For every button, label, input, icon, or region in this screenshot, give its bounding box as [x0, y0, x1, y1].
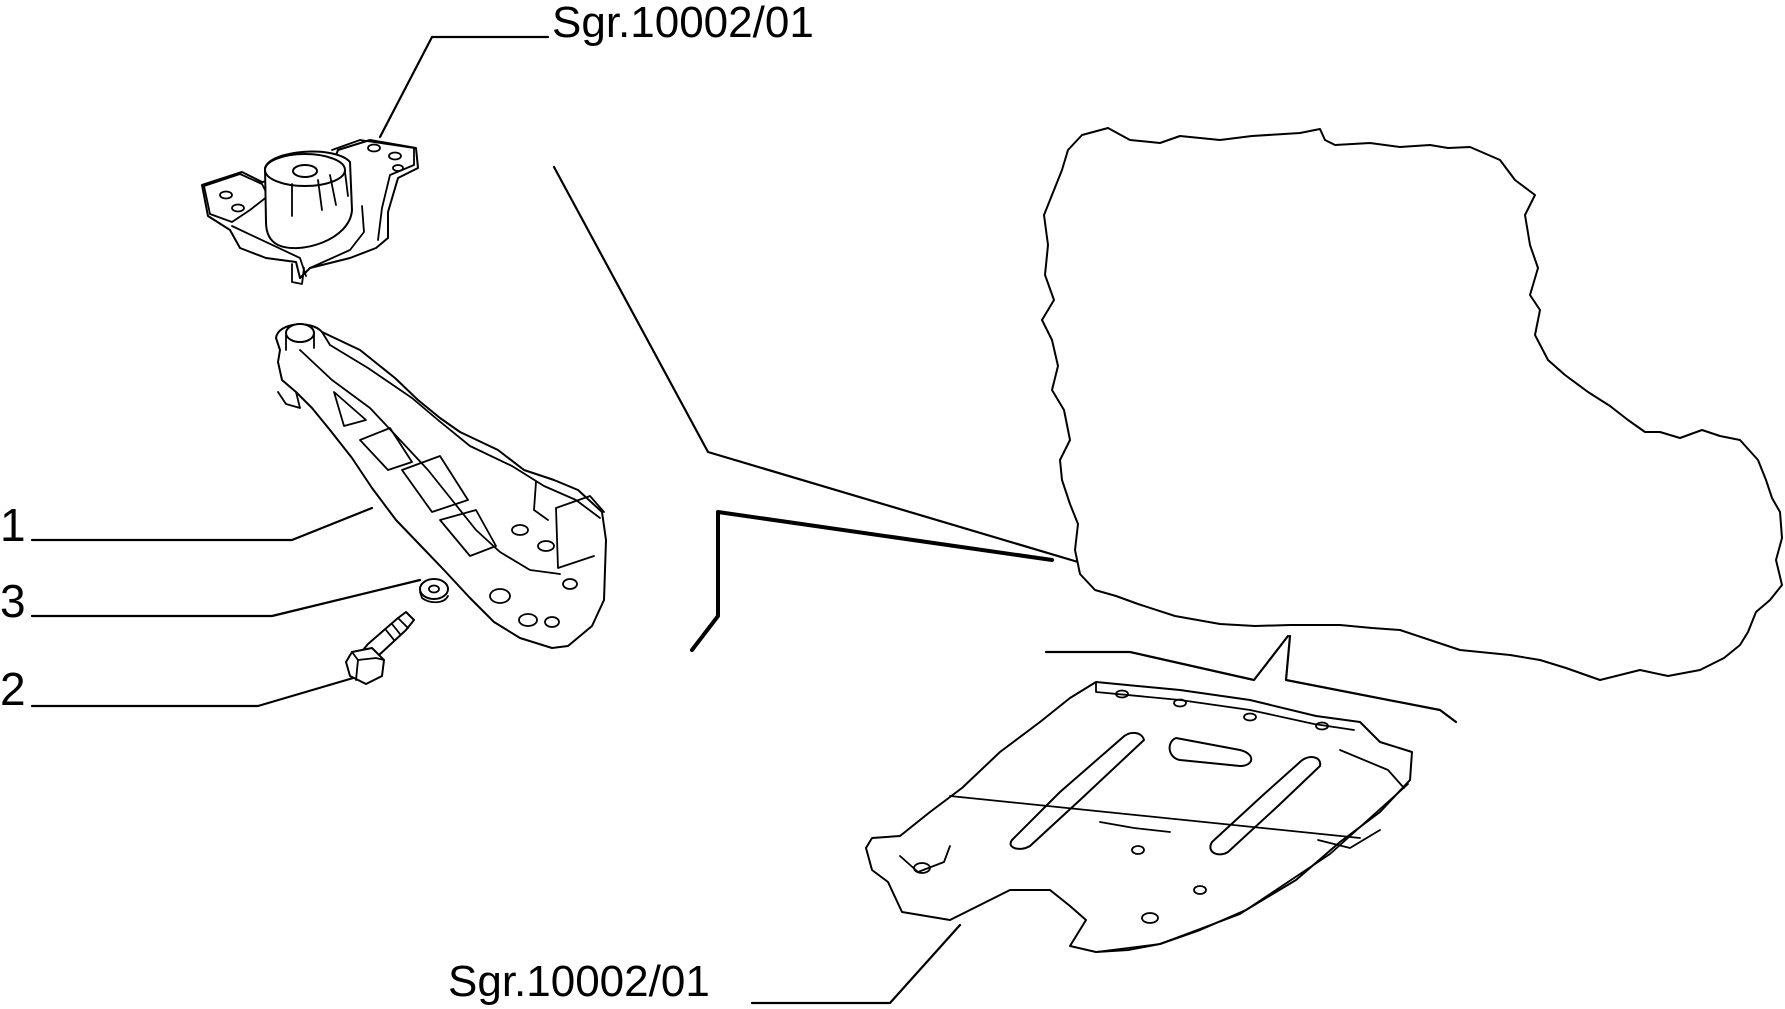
support-bracket-part[interactable] — [275, 323, 607, 649]
callout-item-2[interactable]: 2 — [0, 663, 26, 715]
leader-item-3 — [30, 578, 422, 618]
callout-item-1[interactable]: 1 — [0, 499, 26, 551]
bolt-part[interactable] — [345, 611, 415, 685]
gearbox-outline — [1041, 127, 1783, 681]
engine-mount-part[interactable] — [201, 139, 419, 285]
connection-lines — [552, 165, 1458, 724]
callout-ref-bottom[interactable]: Sgr.10002/01 — [448, 957, 710, 1006]
leader-item-1 — [30, 506, 374, 542]
washer-part[interactable] — [419, 578, 449, 604]
underbody-cover-part[interactable] — [865, 681, 1413, 953]
callout-item-3[interactable]: 3 — [0, 575, 26, 627]
leader-item-2 — [30, 674, 362, 708]
leader-bottom-ref — [750, 923, 962, 1005]
leader-top-ref — [378, 35, 550, 139]
callout-ref-top[interactable]: Sgr.10002/01 — [552, 0, 814, 47]
